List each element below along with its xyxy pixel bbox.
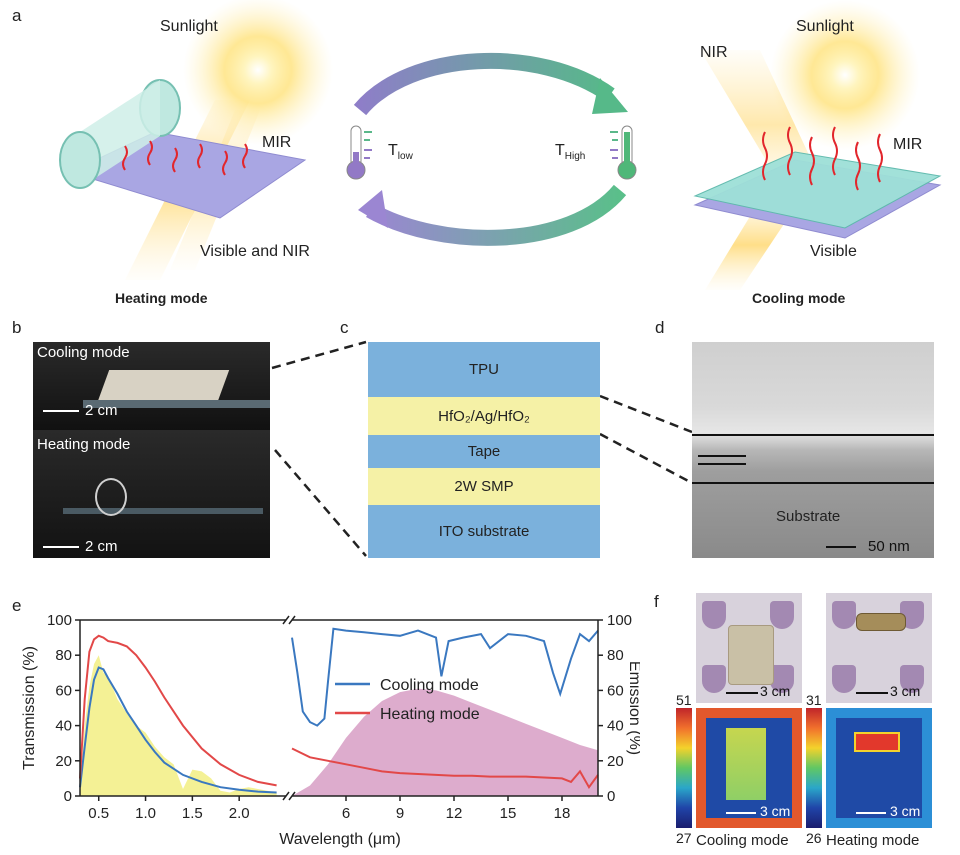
- cooling-sample-photo: 3 cm: [696, 593, 802, 703]
- panel-a-illustration: [59, 0, 942, 290]
- x-tick-label-right: 9: [396, 805, 404, 822]
- right-colorbar-max: 31: [806, 692, 822, 708]
- scale-bar: [856, 812, 886, 814]
- left-colorbar: [676, 708, 692, 828]
- layer-tpu: TPU: [368, 342, 600, 397]
- thermometer-high-icon: [610, 125, 637, 180]
- y-tick-label-right: 100: [607, 612, 632, 629]
- left-visnir-label: Visible and NIR: [200, 243, 310, 260]
- line-cooling-left: [79, 666, 277, 794]
- left-mir-label: MIR: [262, 134, 292, 151]
- right-visible-label: Visible: [810, 243, 857, 260]
- x-axis-label: Wavelength (μm): [279, 831, 401, 848]
- right-colorbar-min: 26: [806, 830, 822, 846]
- y-tick-label-left: 100: [47, 612, 72, 629]
- right-sunlight-label: Sunlight: [796, 18, 854, 35]
- panel-letter-c: c: [340, 318, 349, 337]
- sun-icon-right: [770, 0, 920, 150]
- y-axis-label-left: Transmission (%): [21, 646, 38, 770]
- cooling-photo-label: Cooling mode: [37, 344, 130, 361]
- layer-2w-smp: 2W SMP: [368, 468, 600, 505]
- heating-photo-scale-f: 3 cm: [890, 683, 921, 699]
- cooling-thermal-scale: 3 cm: [760, 803, 791, 819]
- cooling-thermal-image: 3 cm: [696, 708, 802, 828]
- layer-tape: Tape: [368, 435, 600, 468]
- heating-thermal-image: 3 cm: [826, 708, 932, 828]
- sem-cross-section: Substrate 50 nm: [692, 342, 934, 558]
- left-heating-caption: Heating mode: [115, 290, 208, 306]
- cooling-photo-scale-f: 3 cm: [760, 683, 791, 699]
- axis-break: [288, 791, 296, 801]
- panel-letter-f: f: [654, 592, 659, 611]
- panel-letter-a: a: [12, 6, 22, 25]
- right-colorbar: [806, 708, 822, 828]
- y-tick-label-left: 60: [55, 682, 72, 699]
- spectra-chart: 0 20 40 60 80 100 0 20 40 60 80 100 0.5 1.0 1.5 2.0 6 9 12…: [21, 612, 640, 848]
- scale-bar: [726, 812, 756, 814]
- heating-mode-caption-f: Heating mode: [826, 832, 920, 849]
- scale-bar: [43, 410, 79, 412]
- solar-spectrum-area: [80, 655, 277, 796]
- y-tick-label-left: 40: [55, 718, 72, 735]
- t-high-label: THigh: [555, 142, 586, 163]
- legend-label-cooling: Cooling mode: [380, 677, 479, 694]
- y-tick-label-right: 80: [607, 647, 624, 664]
- panel-letter-b: b: [12, 318, 22, 337]
- x-tick-label-left: 0.5: [88, 805, 109, 822]
- scale-bar: [826, 546, 856, 548]
- cooling-mode-photo: Cooling mode 2 cm: [33, 342, 270, 430]
- scale-bar: [856, 692, 888, 694]
- blackbody-area: [292, 688, 598, 796]
- rolled-film-icon: [59, 79, 181, 189]
- y-tick-label-right: 40: [607, 718, 624, 735]
- y-axis-label-right: Emission (%): [626, 661, 640, 755]
- axis-break: [282, 615, 290, 625]
- y-tick-label-right: 60: [607, 682, 624, 699]
- x-tick-label-left: 1.5: [182, 805, 203, 822]
- left-colorbar-min: 27: [676, 830, 692, 846]
- heating-photo-label: Heating mode: [37, 436, 131, 453]
- line-heating-left: [79, 634, 277, 787]
- t-low-label: Tlow: [388, 142, 413, 163]
- y-tick-label-right: 20: [607, 753, 624, 770]
- layer-ito-substrate: ITO substrate: [368, 505, 600, 558]
- line-cooling-right: [291, 627, 599, 727]
- line-heating-right: [291, 747, 599, 790]
- x-tick-label-right: 6: [342, 805, 350, 822]
- legend-label-heating: Heating mode: [380, 706, 480, 723]
- panel-letter-d: d: [655, 318, 665, 337]
- left-colorbar-max: 51: [676, 692, 692, 708]
- right-mir-label: MIR: [893, 136, 923, 153]
- sem-substrate-label: Substrate: [776, 508, 841, 525]
- x-tick-label-right: 18: [554, 805, 571, 822]
- right-cooling-caption: Cooling mode: [752, 290, 846, 306]
- right-nir-label: NIR: [700, 44, 728, 61]
- y-tick-label-left: 0: [64, 788, 72, 805]
- axis-break: [288, 615, 296, 625]
- panel-letter-e: e: [12, 596, 22, 615]
- cooling-photo-scale: 2 cm: [85, 402, 118, 419]
- y-tick-label-right: 0: [607, 788, 615, 805]
- heating-sample-photo: 3 cm: [826, 593, 932, 703]
- heating-photo-scale: 2 cm: [85, 538, 118, 555]
- sem-scale-label: 50 nm: [868, 538, 910, 555]
- heating-mode-photo: Heating mode 2 cm: [33, 430, 270, 558]
- scale-bar: [43, 546, 79, 548]
- cooling-mode-caption-f: Cooling mode: [696, 832, 789, 849]
- y-tick-label-left: 20: [55, 753, 72, 770]
- thermometer-low-icon: [346, 125, 372, 180]
- x-tick-label-left: 2.0: [229, 805, 250, 822]
- axis-break: [282, 791, 290, 801]
- y-tick-label-left: 80: [55, 647, 72, 664]
- layer-hfo2-ag-hfo2: HfO₂/Ag/HfO₂: [368, 397, 600, 435]
- left-sunlight-label: Sunlight: [160, 18, 218, 35]
- x-tick-label-left: 1.0: [135, 805, 156, 822]
- x-tick-label-right: 15: [500, 805, 517, 822]
- heating-thermal-scale: 3 cm: [890, 803, 921, 819]
- x-tick-label-right: 12: [446, 805, 463, 822]
- scale-bar: [726, 692, 758, 694]
